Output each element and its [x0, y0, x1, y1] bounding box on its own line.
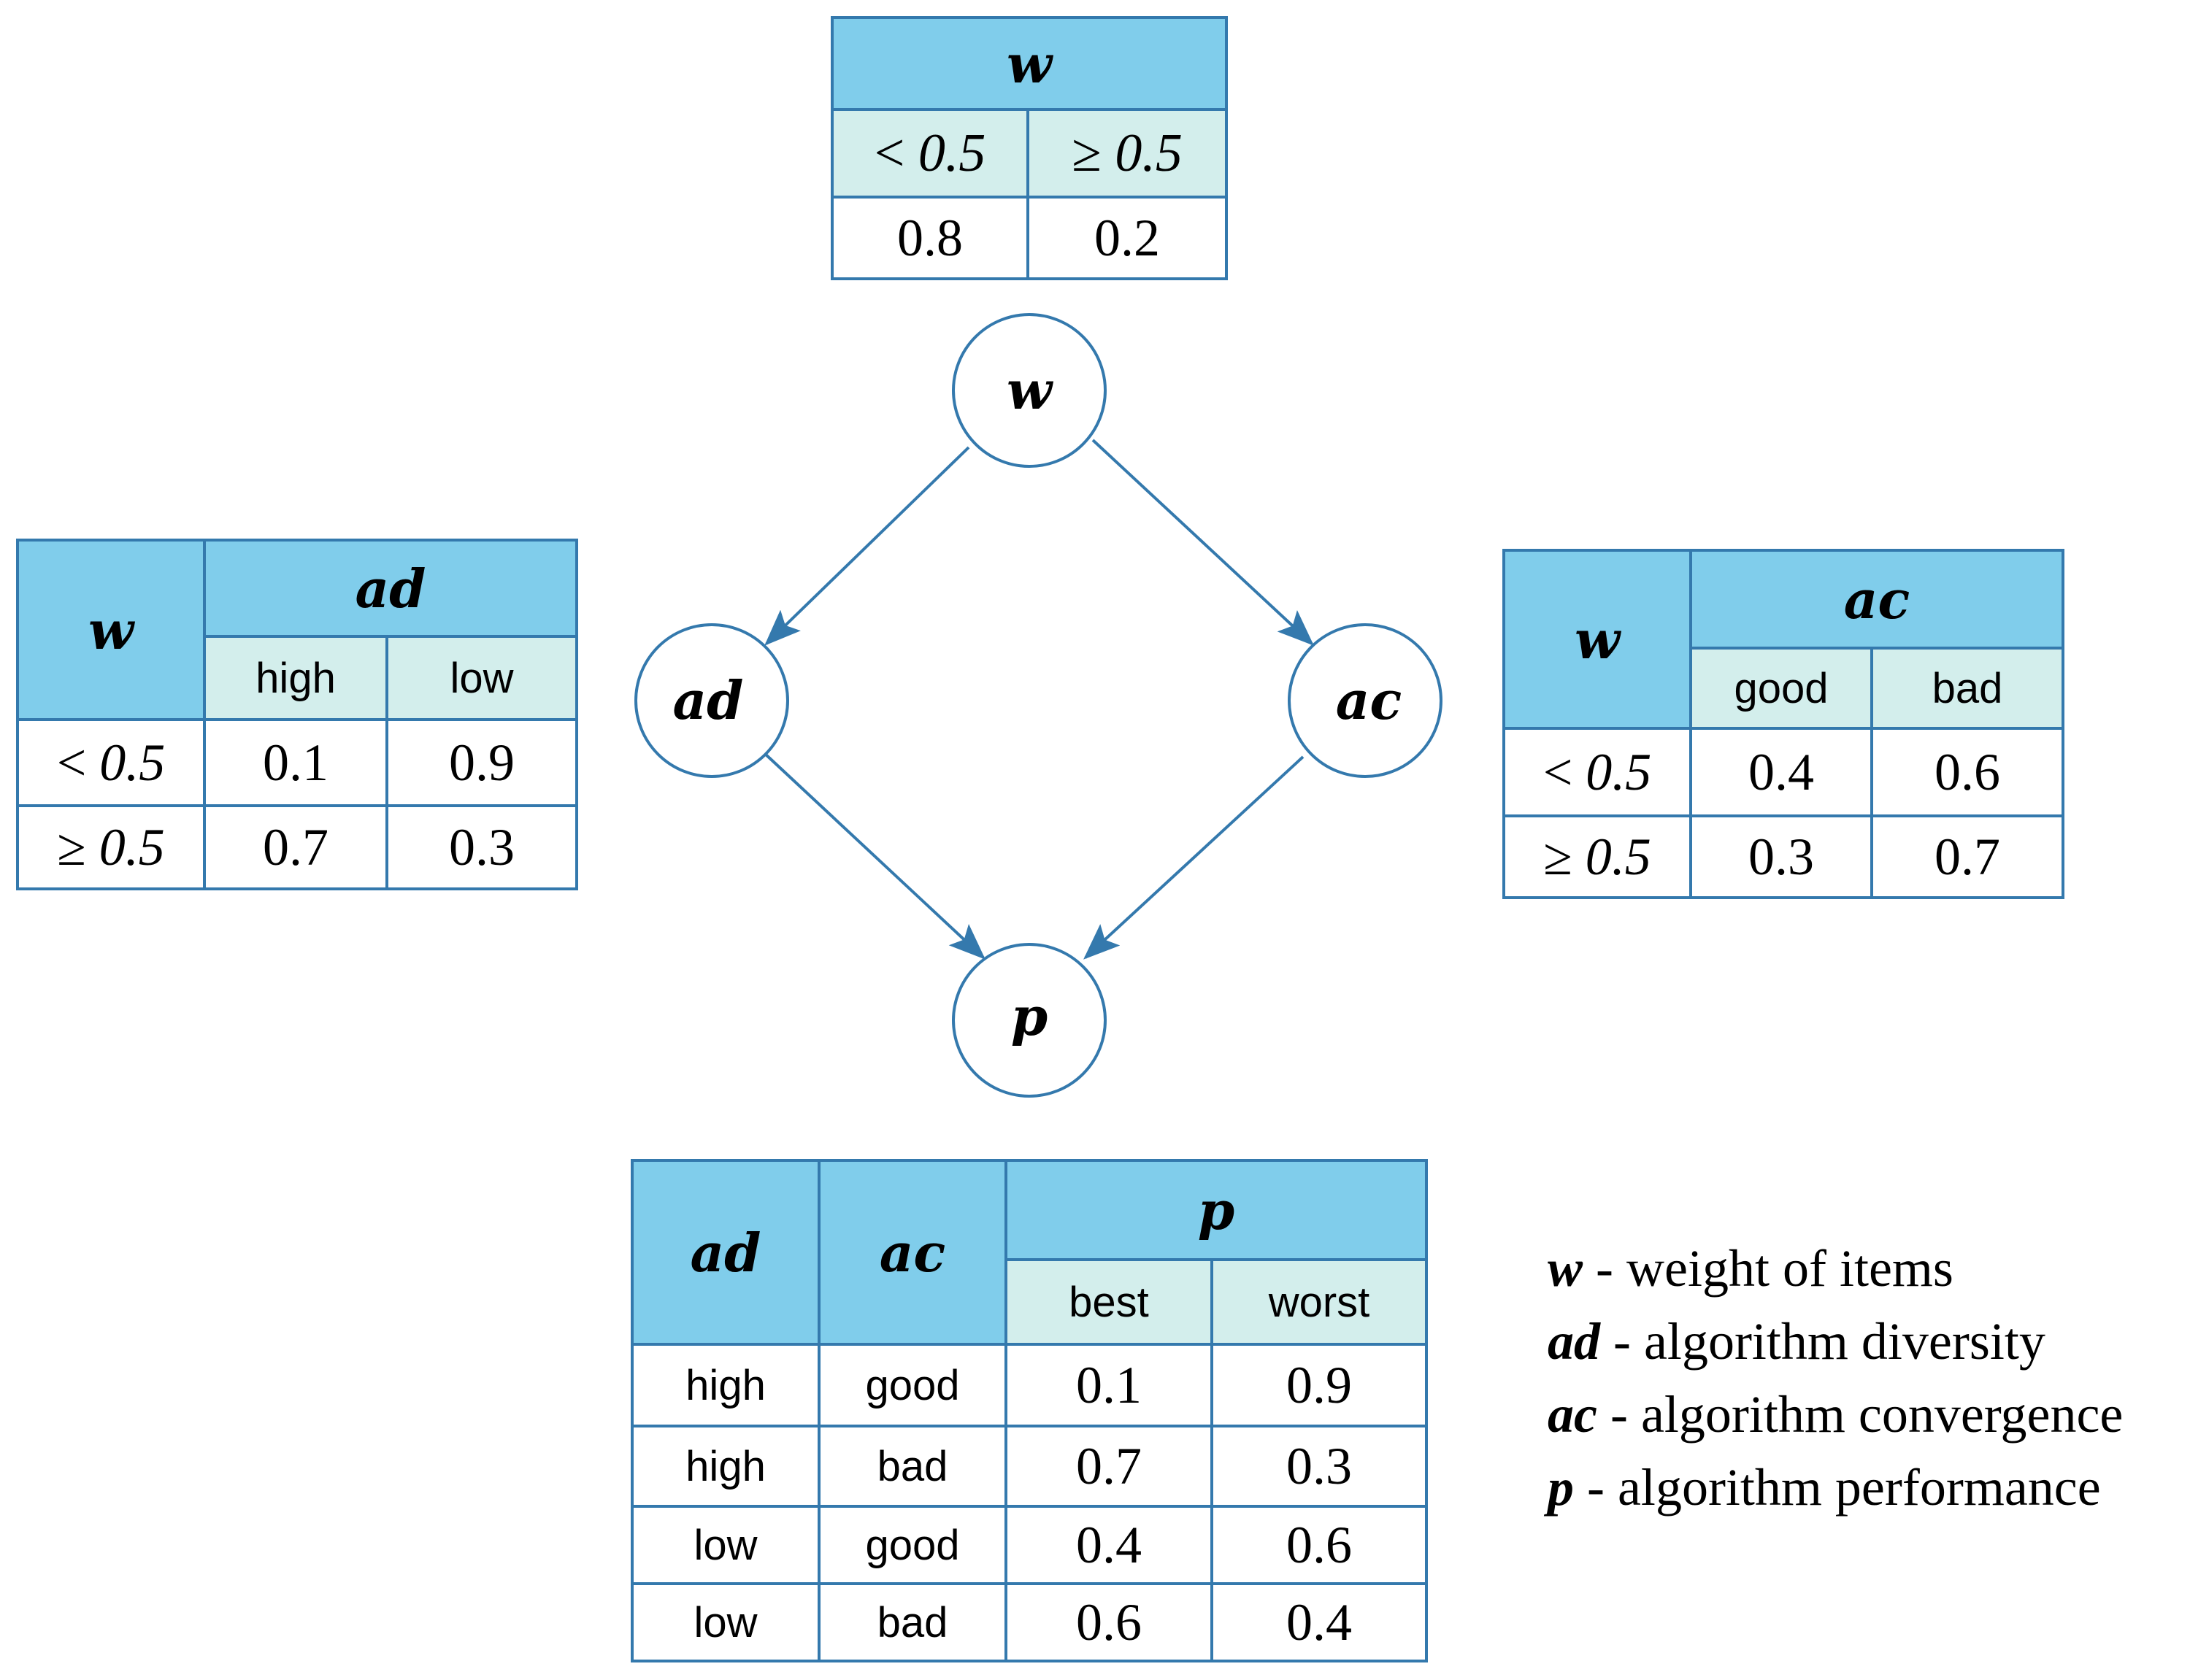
- cpt-p-col-best: best: [1004, 1258, 1213, 1346]
- cpt-p-row-ad: high: [631, 1425, 821, 1508]
- node-ac: ac: [1288, 623, 1442, 778]
- edges: [763, 439, 1314, 960]
- cpt-p-parent-ac: ac: [818, 1159, 1007, 1346]
- legend-item-w: w - weight of items: [1548, 1239, 1953, 1298]
- cpt-ad: w ad high low < 0.5 0.1 0.9 ≥ 0.5 0.7 0.…: [16, 539, 578, 890]
- cpt-ad-col-low: low: [385, 635, 578, 721]
- node-w: w: [952, 313, 1107, 468]
- cpt-ac: w ac good bad < 0.5 0.4 0.6 ≥ 0.5 0.3 0.…: [1502, 549, 2064, 899]
- node-ad-label: ad: [673, 669, 744, 731]
- cpt-ac-cell: 0.7: [1870, 814, 2064, 899]
- cpt-ad-cell: 0.7: [203, 804, 388, 890]
- cpt-p-row-ac: bad: [818, 1582, 1007, 1662]
- cpt-p-cell: 0.1: [1004, 1343, 1213, 1427]
- cpt-w-header: w: [830, 16, 1229, 111]
- cpt-p-cell: 0.4: [1210, 1582, 1428, 1662]
- cpt-ac-cell: 0.6: [1870, 727, 2064, 817]
- cpt-ac-row-ge: ≥ 0.5: [1502, 814, 1692, 899]
- cpt-p: ad ac p best worst high good 0.1 0.9 hig…: [631, 1159, 1428, 1662]
- edge-ac-p: [1083, 755, 1305, 960]
- node-w-label: w: [1007, 359, 1054, 421]
- cpt-ac-row-lt: < 0.5: [1502, 727, 1692, 817]
- cpt-ad-row-lt: < 0.5: [16, 718, 206, 807]
- cpt-ac-cell: 0.3: [1689, 814, 1873, 899]
- cpt-ad-header: ad: [203, 539, 578, 638]
- cpt-p-row-ad: low: [631, 1505, 821, 1585]
- edge-w-ac: [1091, 439, 1314, 646]
- legend-item-ac: ac - algorithm convergence: [1548, 1385, 2124, 1444]
- cpt-ad-col-high: high: [203, 635, 388, 721]
- cpt-p-header: p: [1004, 1159, 1428, 1261]
- node-ac-label: ac: [1336, 669, 1402, 731]
- cpt-p-col-worst: worst: [1210, 1258, 1428, 1346]
- cpt-w-col-lt: < 0.5: [831, 108, 1029, 199]
- cpt-ad-row-ge: ≥ 0.5: [16, 804, 206, 890]
- legend: w - weight of items ad - algorithm diver…: [1548, 1232, 2123, 1524]
- edge-w-ad: [764, 446, 970, 646]
- cpt-w-value-ge: 0.2: [1026, 196, 1229, 280]
- cpt-ac-col-bad: bad: [1870, 647, 2064, 730]
- cpt-ad-cell: 0.1: [203, 718, 388, 807]
- cpt-p-row-ad: high: [631, 1343, 821, 1427]
- cpt-p-cell: 0.3: [1210, 1425, 1428, 1508]
- cpt-p-row-ac: good: [818, 1505, 1007, 1585]
- node-ad: ad: [634, 623, 789, 778]
- cpt-p-cell: 0.6: [1210, 1505, 1428, 1585]
- cpt-ac-header: ac: [1689, 549, 2064, 650]
- cpt-ac-col-good: good: [1689, 647, 1873, 730]
- edge-ad-p: [763, 752, 986, 960]
- cpt-ad-cell: 0.3: [385, 804, 578, 890]
- cpt-p-row-ad: low: [631, 1582, 821, 1662]
- legend-item-p: p - algorithm performance: [1548, 1458, 2101, 1517]
- cpt-ad-cell: 0.9: [385, 718, 578, 807]
- legend-item-ad: ad - algorithm diversity: [1548, 1312, 2045, 1371]
- cpt-p-cell: 0.6: [1004, 1582, 1213, 1662]
- cpt-ac-cell: 0.4: [1689, 727, 1873, 817]
- cpt-p-row-ac: bad: [818, 1425, 1007, 1508]
- cpt-p-cell: 0.7: [1004, 1425, 1213, 1508]
- cpt-w: w < 0.5 ≥ 0.5 0.8 0.2: [830, 16, 1229, 280]
- node-p: p: [952, 943, 1107, 1098]
- cpt-p-cell: 0.9: [1210, 1343, 1428, 1427]
- cpt-w-col-ge: ≥ 0.5: [1026, 108, 1229, 199]
- cpt-w-value-lt: 0.8: [831, 196, 1029, 280]
- node-p-label: p: [1011, 985, 1048, 1047]
- cpt-p-cell: 0.4: [1004, 1505, 1213, 1585]
- cpt-p-row-ac: good: [818, 1343, 1007, 1427]
- cpt-p-parent-ad: ad: [631, 1159, 821, 1346]
- cpt-ad-parent-header: w: [16, 539, 206, 721]
- cpt-ac-parent-header: w: [1502, 549, 1692, 730]
